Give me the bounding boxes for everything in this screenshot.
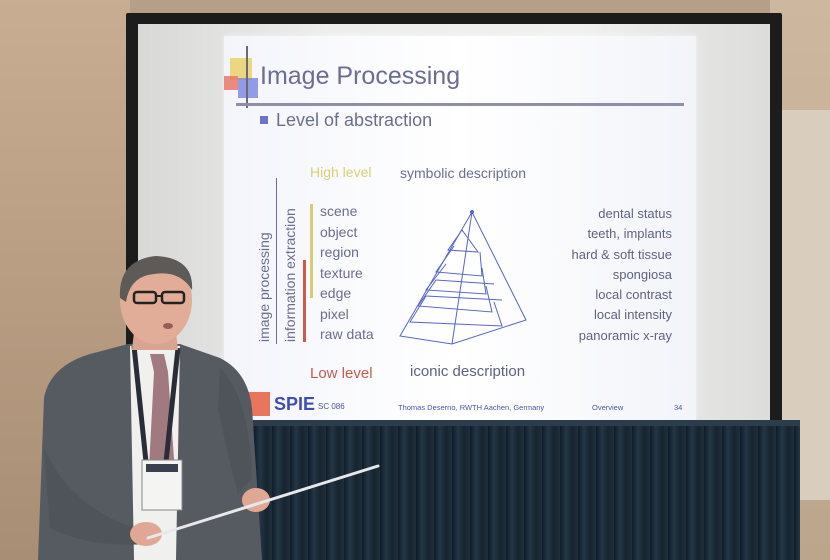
descriptions-list: dental status teeth, implants hard & sof… <box>572 204 672 346</box>
presenter <box>30 248 280 560</box>
footer-page-number: 34 <box>674 403 683 412</box>
glasses-right <box>160 290 186 305</box>
high-level-label: High level <box>310 164 372 180</box>
description-item: local contrast <box>595 287 672 303</box>
pyramid-front-edge <box>451 211 473 345</box>
pyramid-layer <box>435 245 483 277</box>
footer-author: Thomas Deserno, RWTH Aachen, Germany <box>398 403 545 412</box>
level-bar-red <box>303 260 306 342</box>
level-item: scene <box>320 203 358 219</box>
mouth <box>163 323 173 329</box>
level-bar-yellow <box>310 204 313 298</box>
left-hand <box>130 522 162 546</box>
pyramid-layer <box>447 229 480 253</box>
level-item: texture <box>320 264 363 281</box>
level-item: object <box>320 223 358 240</box>
spie-logo: SPIE <box>274 394 316 414</box>
course-code: SC 086 <box>318 402 345 411</box>
pyramid-diagram <box>399 210 527 345</box>
pointer-icon <box>146 464 380 540</box>
logo-line <box>246 46 248 108</box>
slide-title: Image Processing <box>260 62 461 90</box>
pyramid-layer-back <box>435 279 495 285</box>
logo-square-blue <box>238 78 258 98</box>
abstraction-levels-list: scene object region texture edge pixel r… <box>320 201 374 345</box>
logo-square-red <box>224 76 238 90</box>
level-item: region <box>320 244 359 260</box>
right-arm <box>218 368 252 494</box>
pyramid-layer <box>425 263 487 295</box>
table-skirt-top <box>200 420 800 426</box>
description-item: spongiosa <box>612 266 672 282</box>
iconic-description-label: iconic description <box>410 363 526 380</box>
left-arm <box>44 448 146 545</box>
title-rule <box>236 103 684 106</box>
description-item: teeth, implants <box>587 226 672 242</box>
badge-header <box>146 464 178 472</box>
pyramid-apex <box>470 210 474 214</box>
presentation-slide: Image Processing Level of abstraction Hi… <box>224 36 696 420</box>
description-item: hard & soft tissue <box>571 246 672 262</box>
description-item: dental status <box>598 206 672 221</box>
level-item: edge <box>320 285 352 301</box>
level-item: raw data <box>320 326 374 342</box>
description-item: panoramic x-ray <box>578 327 672 343</box>
vertical-arrow <box>276 178 277 344</box>
slide-bullet: Level of abstraction <box>276 110 433 130</box>
level-item: pixel <box>320 305 349 322</box>
glasses-left <box>132 290 158 305</box>
pyramid-layer-back <box>425 295 503 301</box>
presenter-figure <box>38 256 270 560</box>
footer-section: Overview <box>592 403 624 412</box>
low-level-label: Low level <box>310 365 373 382</box>
pyramid-layer <box>409 295 503 327</box>
lanyard <box>131 345 181 463</box>
bullet-icon <box>260 116 268 124</box>
hair <box>119 256 193 302</box>
description-item: local intensity <box>593 307 672 323</box>
symbolic-description-label: symbolic description <box>400 165 527 181</box>
